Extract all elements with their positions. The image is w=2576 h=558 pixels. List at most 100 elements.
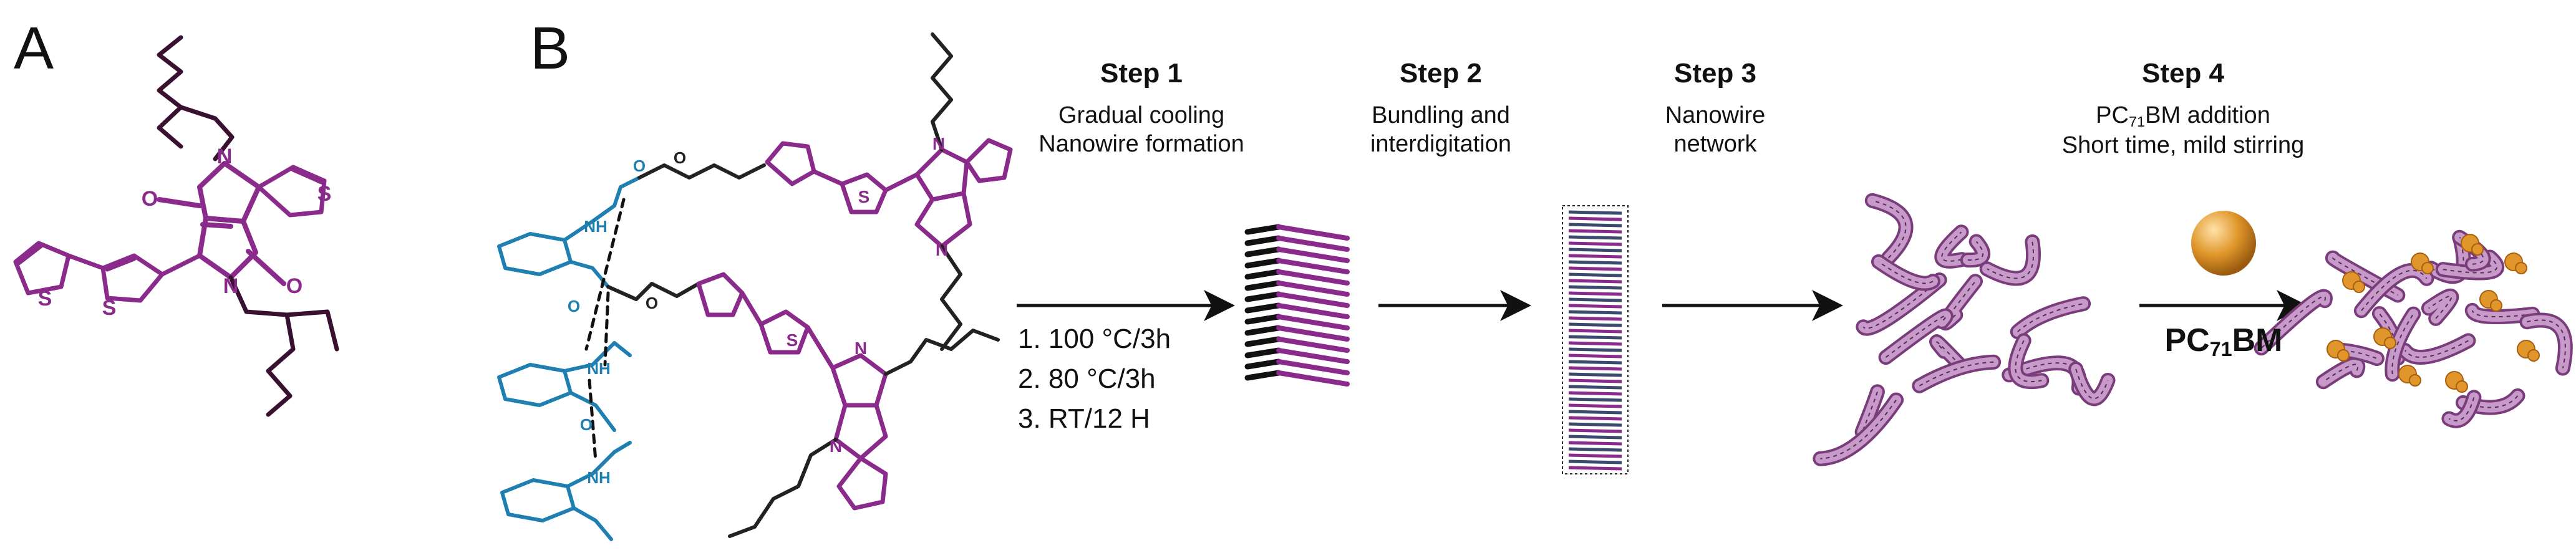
step-1-line-2: Nanowire formation — [1039, 131, 1244, 158]
column-strand — [1568, 229, 1622, 234]
bundle-1-tail — [1276, 281, 1350, 297]
bundle-1-tail — [1276, 370, 1350, 387]
panel-label-a: A — [14, 15, 54, 82]
step-4-description: PC71BM addition Short time, mild stirrin… — [1996, 101, 2370, 160]
column-strand — [1568, 304, 1622, 309]
fullerene-cluster — [2456, 380, 2468, 393]
column-strand — [1568, 466, 1622, 471]
upper-dpp-arm — [765, 138, 1013, 249]
bundle-1-head — [1244, 280, 1282, 291]
step-1-conditions: 1. 100 °C/3h 2. 80 °C/3h 3. RT/12 H — [1018, 319, 1230, 438]
bundle-1-tail — [1276, 325, 1350, 342]
bundle-1-head — [1244, 314, 1282, 325]
network-strand-line — [1885, 315, 1947, 358]
network-strand — [1982, 236, 2039, 284]
atom-n-upper-dpp-2: N — [936, 240, 948, 259]
fullerene-cluster — [2515, 262, 2527, 274]
fullerene-cluster — [2353, 281, 2365, 293]
column-strand — [1568, 435, 1622, 440]
fullerene-cluster — [2337, 349, 2350, 362]
column-strand — [1568, 241, 1622, 246]
atom-n-lower-dpp-2: N — [830, 436, 842, 456]
gelator-dpp-conjugate-structure: NH NH NH O O O N N N N S S O O — [497, 32, 1013, 541]
bundle-1-tail — [1276, 247, 1350, 263]
column-strand — [1568, 347, 1622, 352]
network-strand-line — [2075, 368, 2109, 400]
bundle-1-tail — [1276, 337, 1350, 353]
bundle-1-head — [1244, 291, 1282, 302]
atom-s-left: S — [38, 287, 52, 310]
bundle-1-head — [1244, 269, 1282, 280]
fullerene-cluster — [2527, 349, 2540, 362]
column-strand — [1568, 316, 1622, 321]
blend-network-strand-line — [2323, 363, 2359, 383]
fullerene-cluster — [2421, 262, 2434, 274]
bundle-1-head — [1244, 370, 1282, 381]
column-strand — [1568, 441, 1622, 446]
column-strand — [1568, 397, 1622, 402]
column-strand — [1568, 329, 1622, 334]
bundle-1-head — [1244, 224, 1282, 235]
blend-network-strand-line — [2331, 257, 2398, 296]
condition-3: 3. RT/12 H — [1018, 403, 1150, 434]
network-strand-line — [2015, 340, 2042, 383]
atom-s-right: S — [317, 182, 332, 206]
hydrogen-bonds — [584, 198, 626, 463]
panel-label-b: B — [530, 15, 571, 82]
upper-dpp-alkyl — [931, 32, 953, 152]
column-strand — [1568, 335, 1622, 340]
atom-nh-3: NH — [587, 468, 611, 487]
atom-s-upper-dpp: S — [858, 187, 870, 206]
step-3-line-1: Nanowire — [1665, 102, 1766, 128]
lower-dpp-alkyl — [884, 329, 1000, 376]
blend-network-strand-line — [2391, 314, 2414, 375]
bundle-1-tail — [1276, 224, 1350, 241]
lower-alkyl-branch — [284, 309, 339, 352]
column-strand — [1568, 248, 1622, 253]
column-strand — [1568, 354, 1622, 358]
column-strand — [1568, 416, 1622, 421]
column-strand — [1568, 210, 1622, 215]
pcbm-arrow-label: PC71BM — [2164, 322, 2283, 361]
blend-network-strand-line — [2336, 349, 2378, 359]
dpp-core — [157, 161, 286, 286]
bundle-1-tail — [1276, 303, 1350, 319]
dpp-molecule-structure: N N O O S S S — [13, 35, 339, 417]
column-strand — [1568, 391, 1622, 396]
bundle-1-head — [1244, 235, 1282, 246]
network-strand — [1873, 256, 1938, 289]
blend-network-strand-line — [2471, 310, 2533, 318]
atom-o-ester-2: O — [646, 294, 658, 312]
step-1-title: Step 1 — [1100, 58, 1183, 89]
atom-o-gelator-1: O — [633, 156, 646, 175]
column-strand — [1568, 285, 1622, 290]
blend-network-strand-line — [2428, 295, 2453, 319]
network-strand-line — [1820, 399, 1897, 459]
atom-n-upper-dpp: N — [932, 134, 945, 153]
column-strand — [1568, 360, 1622, 365]
column-strand — [1568, 223, 1622, 228]
bundle-1-head — [1244, 336, 1282, 347]
column-strand — [1568, 372, 1622, 377]
column-strand — [1568, 378, 1622, 383]
step-2-line-1: Bundling and — [1372, 102, 1510, 128]
bithiophene-left — [13, 241, 202, 303]
blend-network-strand-line — [2361, 269, 2428, 311]
step-3-description: Nanowire network — [1609, 101, 1821, 159]
network-strand — [1858, 275, 1945, 334]
atom-n-lower-dpp: N — [855, 339, 867, 358]
blend-network-strand-line — [2260, 296, 2326, 349]
fullerene-cluster — [2384, 337, 2396, 349]
column-strand — [1568, 366, 1622, 371]
network-strand-line — [1878, 261, 1934, 284]
column-strand — [1568, 254, 1622, 259]
bundle-1-tail — [1276, 258, 1350, 274]
blend-network-strand-line — [2448, 397, 2475, 421]
network-strand-line — [1872, 200, 1907, 259]
column-strand — [1568, 260, 1622, 265]
bundle-1-head — [1244, 325, 1282, 336]
pcbm-sphere-icon — [2191, 211, 2256, 276]
column-strand — [1568, 272, 1622, 277]
bundle-1-tail — [1276, 359, 1350, 375]
